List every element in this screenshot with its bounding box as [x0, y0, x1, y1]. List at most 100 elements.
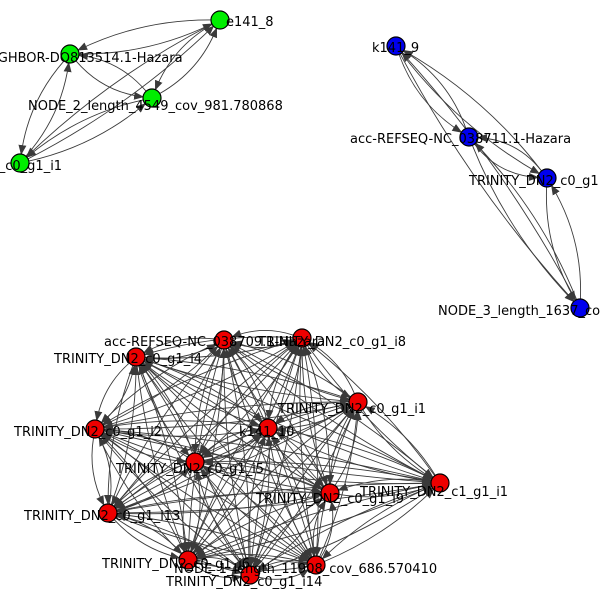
edge-r_i14-to-r_i6 — [195, 552, 244, 570]
node-r-i13[interactable] — [98, 503, 118, 523]
node-r-i4[interactable] — [126, 347, 146, 367]
edge-g_left-to-g_mid — [75, 60, 145, 100]
edge-r_k10-to-r_i14 — [244, 436, 266, 567]
node-r-i8[interactable] — [292, 328, 312, 348]
node-label-r-i14: TRINITY_DN2_c0_g1_i14 — [165, 575, 322, 590]
edge-r_i8-to-r_i9 — [301, 346, 328, 486]
edge-r_i2-to-r_i8 — [103, 342, 296, 427]
node-label-r-i1: TRINITY_DN2_c0_g1_i1 — [277, 402, 426, 417]
node-b-mid[interactable] — [459, 127, 479, 147]
edge-b_bot-to-b_right — [551, 184, 582, 300]
edge-r_i1-to-r_i14 — [253, 408, 353, 568]
edge-r_i13-to-r_i4 — [110, 365, 140, 505]
edge-g_mid-to-g_left — [77, 52, 147, 92]
edge-g_bot-to-g_left — [25, 61, 72, 157]
edge-r_i5-to-r_i14 — [196, 470, 246, 569]
edge-r_i2-to-r_i13 — [91, 437, 105, 506]
node-label-g-mid: NODE_2_length_4549_cov_981.780868 — [28, 99, 283, 114]
edge-r_i4-to-r_i5 — [138, 365, 190, 457]
edge-r_i1-to-r_i8 — [308, 342, 355, 394]
node-r-i6[interactable] — [178, 550, 198, 570]
edge-r_k10-to-r_c1i1 — [275, 431, 433, 485]
edge-r_node-to-r_k10 — [271, 434, 316, 557]
edge-r_i4-to-r_i2 — [94, 362, 130, 422]
node-r-i2[interactable] — [85, 419, 105, 439]
edge-r_c1i1-to-r_i2 — [103, 426, 432, 482]
edge-r_i14-to-r_i8 — [252, 346, 305, 567]
node-label-b-mid: acc-REFSEQ-NC_038711.1-Hazara — [350, 132, 571, 147]
edge-b_top-to-b_mid — [398, 54, 463, 133]
edge-r_i4-to-r_k10 — [142, 362, 261, 427]
edge-r_node-to-r_i2 — [102, 432, 310, 560]
node-g-top[interactable] — [210, 10, 230, 30]
node-b-top[interactable] — [386, 36, 406, 56]
edge-b_top-to-b_right — [401, 52, 541, 174]
edge-b_right-to-b_bot — [545, 186, 576, 302]
edge-r_node-to-r_i8 — [301, 345, 319, 557]
edge-r_i6-to-r_c1i1 — [196, 486, 433, 559]
edge-b_top-to-b_bot — [399, 53, 575, 303]
edge-r_k10-to-r_i4 — [143, 358, 262, 423]
node-label-r-k10: k141_10 — [239, 425, 294, 440]
edge-r_node-to-r_i9 — [320, 500, 337, 558]
edge-r_acc-to-r_k10 — [225, 348, 263, 423]
node-r-node[interactable] — [306, 555, 326, 575]
node-r-i5[interactable] — [185, 452, 205, 472]
node-layer — [10, 10, 590, 585]
edge-r_i6-to-r_i2 — [100, 434, 185, 553]
node-b-bot[interactable] — [570, 298, 590, 318]
node-label-r-i4: TRINITY_DN2_c0_g1_i4 — [53, 352, 202, 367]
node-g-mid[interactable] — [142, 88, 162, 108]
label-layer: e141_8NEIGHBOR-DQ813514.1-HazaraNODE_2_l… — [0, 15, 600, 590]
edge-r_c1i1-to-r_i9 — [337, 478, 432, 491]
edge-g_top-to-g_bot — [25, 23, 213, 158]
edge-b_bot-to-b_mid — [474, 142, 578, 300]
edge-g_mid-to-g_top — [159, 27, 218, 94]
edge-r_node-to-r_i5 — [201, 466, 311, 559]
edge-r_i13-to-r_i1 — [116, 406, 352, 511]
edge-r_acc-to-r_i5 — [191, 347, 221, 454]
node-r-acc[interactable] — [214, 330, 234, 350]
edge-r_i6-to-r_i14 — [194, 565, 243, 583]
edge-b_right-to-b_top — [402, 50, 542, 172]
edge-r_i13-to-r_k10 — [116, 432, 262, 511]
edge-r_k10-to-r_node — [268, 436, 313, 559]
node-label-b-top: k141_9 — [372, 41, 419, 56]
node-label-r-i9: TRINITY_DN2_c0_g1_i9 — [255, 492, 404, 507]
edge-r_i9-to-r_i2 — [102, 427, 322, 491]
edge-r_i6-to-r_i5 — [190, 469, 203, 552]
edge-r_i6-to-r_acc — [190, 348, 228, 552]
node-label-r-i2: TRINITY_DN2_c0_g1_i2 — [13, 425, 162, 440]
edge-r_i4-to-r_i9 — [142, 362, 323, 490]
edge-r_i8-to-r_acc — [231, 329, 294, 338]
node-r-i1[interactable] — [348, 392, 368, 412]
edge-b_bot-to-b_top — [401, 51, 577, 301]
node-label-r-i5: TRINITY_DN2_c0_g1_i5 — [115, 462, 264, 477]
node-b-right[interactable] — [537, 168, 557, 188]
edge-r_node-to-r_c1i1 — [324, 488, 435, 562]
edge-r_i13-to-r_i8 — [115, 343, 297, 509]
edge-r_i9-to-r_i4 — [143, 360, 324, 488]
node-r-c1i1[interactable] — [430, 473, 450, 493]
edge-layer — [18, 19, 582, 583]
edge-g_bot-to-g_mid — [28, 103, 146, 162]
edge-r_i5-to-r_node — [200, 468, 310, 561]
edge-r_i14-to-r_node — [258, 569, 310, 580]
edge-r_i1-to-r_i13 — [114, 404, 350, 509]
edge-b_mid-to-b_bot — [471, 145, 575, 303]
node-r-k10[interactable] — [258, 418, 278, 438]
edge-r_i6-to-r_i9 — [196, 497, 324, 559]
node-r-i14[interactable] — [240, 565, 260, 585]
node-label-r-acc: acc-REFSEQ-NC_038709.1-Hazara — [104, 335, 325, 350]
edge-r_k10-to-r_i2 — [102, 420, 260, 430]
edge-r_c1i1-to-r_i14 — [256, 485, 432, 571]
node-g-bot[interactable] — [10, 153, 30, 173]
edge-r_acc-to-r_i1 — [231, 344, 351, 402]
edge-r_i8-to-r_i14 — [247, 346, 300, 567]
node-label-b-bot: NODE_3_length_1637_cov — [438, 304, 600, 319]
node-g-left[interactable] — [60, 44, 80, 64]
edge-r_node-to-r_acc — [227, 347, 315, 557]
edge-r_i14-to-r_c1i1 — [258, 487, 434, 573]
node-r-i9[interactable] — [320, 483, 340, 503]
edge-r_i4-to-r_node — [140, 364, 311, 560]
